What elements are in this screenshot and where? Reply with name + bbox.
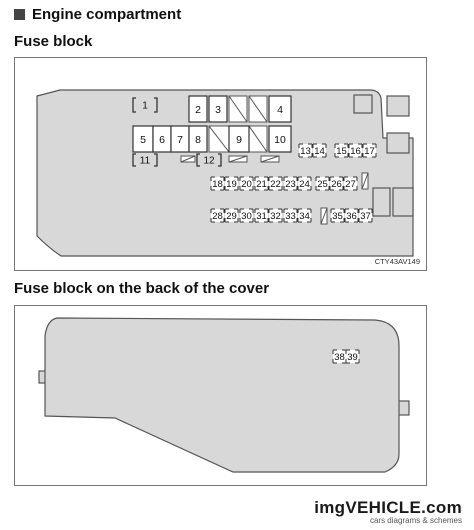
engine-fuse-label-9: 9 xyxy=(236,134,242,146)
engine-fuse-8: 8 xyxy=(188,125,208,153)
engine-fuse-4: 4 xyxy=(268,95,292,123)
engine-fuse-19: 19 xyxy=(224,176,239,191)
cover-fuse-block-title: Fuse block on the back of the cover xyxy=(14,280,270,297)
engine-fuse-22: 22 xyxy=(268,176,283,191)
engine-fuse-label-11: 11 xyxy=(140,156,151,167)
engine-fuse-25: 25 xyxy=(315,176,330,191)
engine-fuse-24: 24 xyxy=(297,176,312,191)
engine-fuse-label-36: 36 xyxy=(346,211,357,222)
engine-fuse-label-4: 4 xyxy=(277,104,283,116)
engine-fuse-label-16: 16 xyxy=(350,146,361,157)
engine-fuse-21: 21 xyxy=(254,176,269,191)
watermark-tagline: cars diagrams & schemes xyxy=(369,516,462,525)
engine-fuse-label-1: 1 xyxy=(142,101,148,112)
engine-fuse-label-27: 27 xyxy=(345,179,356,190)
engine-fuse-29: 29 xyxy=(224,208,239,223)
engine-fuse-label-18: 18 xyxy=(212,179,223,190)
engine-fuse-label-28: 28 xyxy=(212,211,223,222)
engine-fuse-11: 11 xyxy=(132,153,158,167)
engine-fuse-label-17: 17 xyxy=(364,146,375,157)
watermark: imgVEHICLE.com cars diagrams & schemes xyxy=(314,499,462,526)
engine-fuse-18: 18 xyxy=(210,176,225,191)
engine-fuse-31: 31 xyxy=(254,208,269,223)
engine-fuse-label-25: 25 xyxy=(317,179,328,190)
engine-fuse-5: 5 xyxy=(132,125,154,153)
engine-fuse-label-6: 6 xyxy=(159,134,165,146)
engine-fuse-label-10: 10 xyxy=(274,134,286,146)
engine-fuse-label-15: 15 xyxy=(336,146,347,157)
watermark-logo: imgVEHICLE.com xyxy=(314,498,462,517)
section-title: Engine compartment xyxy=(14,6,181,23)
engine-fuse-label-37: 37 xyxy=(360,211,371,222)
engine-fuse-37: 37 xyxy=(358,208,373,223)
engine-fuse-23: 23 xyxy=(283,176,298,191)
engine-fuse-label-26: 26 xyxy=(331,179,342,190)
engine-fuse-label-3: 3 xyxy=(215,104,221,116)
engine-fuse-1: 1 xyxy=(132,97,158,113)
engine-fuse-17: 17 xyxy=(362,143,377,158)
engine-fuse-7: 7 xyxy=(170,125,190,153)
engine-fuse-6: 6 xyxy=(152,125,172,153)
engine-fuse-9: 9 xyxy=(228,125,250,153)
cover-fuse-label-38: 38 xyxy=(334,352,345,363)
engine-fuse-20: 20 xyxy=(239,176,254,191)
engine-fuse-label-24: 24 xyxy=(299,179,310,190)
engine-fuse-14: 14 xyxy=(312,143,327,158)
square-bullet-icon xyxy=(14,9,25,20)
engine-fuse-27: 27 xyxy=(343,176,358,191)
engine-fuse-label-14: 14 xyxy=(314,146,325,157)
engine-fuse-label-12: 12 xyxy=(203,156,215,167)
engine-fuse-label-33: 33 xyxy=(285,211,296,222)
engine-fuse-15: 15 xyxy=(334,143,349,158)
engine-fuse-36: 36 xyxy=(344,208,359,223)
cover-fuse-39: 39 xyxy=(345,349,360,364)
engine-fuse-10: 10 xyxy=(268,125,292,153)
engine-fuse-label-21: 21 xyxy=(256,179,267,190)
engine-fuse-label-35: 35 xyxy=(332,211,343,222)
engine-fuse-28: 28 xyxy=(210,208,225,223)
engine-fuse-26: 26 xyxy=(329,176,344,191)
engine-fuse-label-2: 2 xyxy=(195,104,201,116)
engine-fuse-30: 30 xyxy=(239,208,254,223)
engine-fuse-label-31: 31 xyxy=(256,211,267,222)
cover-housing xyxy=(38,317,410,473)
engine-fuse-13: 13 xyxy=(298,143,313,158)
engine-fuse-label-34: 34 xyxy=(299,211,310,222)
engine-fuse-35: 35 xyxy=(330,208,345,223)
engine-fuse-16: 16 xyxy=(348,143,363,158)
engine-fuse-label-30: 30 xyxy=(241,211,252,222)
engine-fuse-label-19: 19 xyxy=(226,179,237,190)
engine-fuse-label-23: 23 xyxy=(285,179,296,190)
engine-fuse-2: 2 xyxy=(188,95,208,123)
engine-fuse-33: 33 xyxy=(283,208,298,223)
diagram-code: CTY43AV149 xyxy=(374,257,420,266)
engine-fuse-label-7: 7 xyxy=(177,134,183,146)
engine-fuse-label-8: 8 xyxy=(195,134,201,146)
engine-fuse-label-5: 5 xyxy=(140,134,146,146)
engine-fuse-32: 32 xyxy=(268,208,283,223)
fuse-block-title: Fuse block xyxy=(14,33,93,50)
engine-fuse-3: 3 xyxy=(208,95,228,123)
cover-fuse-38: 38 xyxy=(332,349,347,364)
section-title-text: Engine compartment xyxy=(32,6,182,23)
engine-fuse-label-20: 20 xyxy=(241,179,252,190)
engine-fuse-label-22: 22 xyxy=(270,179,281,190)
engine-fuse-34: 34 xyxy=(297,208,312,223)
engine-fuse-12: 12 xyxy=(196,153,222,167)
engine-fuse-label-29: 29 xyxy=(226,211,237,222)
engine-fuse-label-13: 13 xyxy=(300,146,311,157)
cover-fuse-label-39: 39 xyxy=(347,352,358,363)
engine-fuse-label-32: 32 xyxy=(270,211,281,222)
